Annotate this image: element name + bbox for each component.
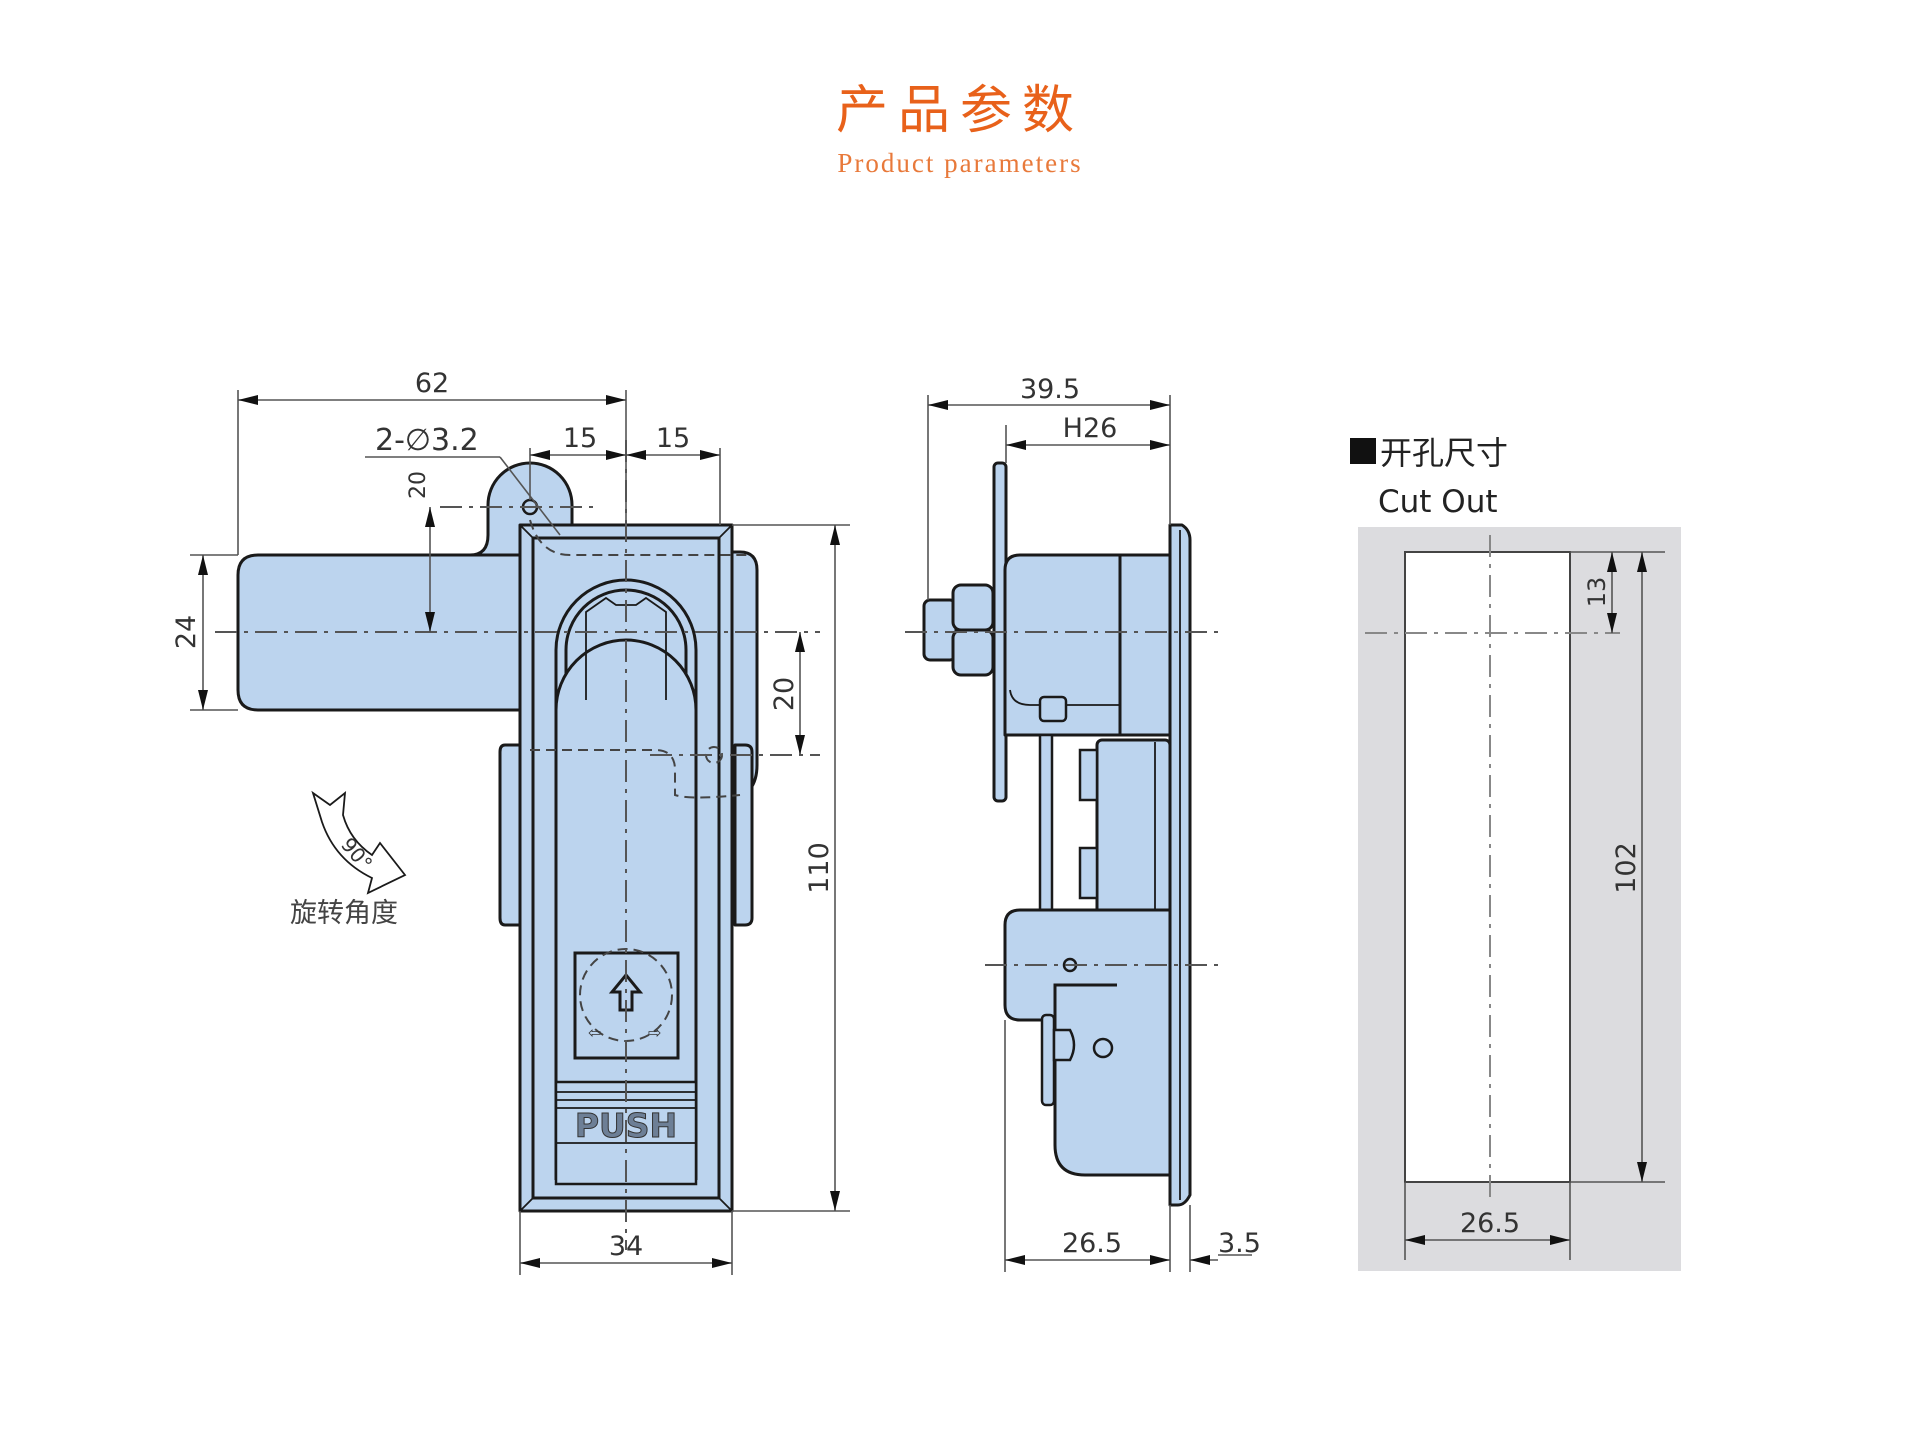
dim-label-24: 24 bbox=[171, 615, 202, 649]
page-title-en: Product parameters bbox=[837, 148, 1083, 178]
dim-label-39-5: 39.5 bbox=[1020, 374, 1080, 405]
spring-teeth-upper bbox=[1078, 748, 1099, 802]
dim-label-20-hole: 20 bbox=[406, 471, 431, 499]
dim-label-15-right: 15 bbox=[656, 423, 690, 454]
handle bbox=[554, 638, 698, 1097]
dim-label-13: 13 bbox=[1583, 577, 1611, 608]
bevel-corner bbox=[519, 524, 534, 539]
cutout-view: 开孔尺寸 Cut Out 13 102 26.5 bbox=[1350, 434, 1681, 1271]
rotation-angle-value: 90° bbox=[336, 833, 377, 876]
lock-arrow-right-icon: ⇨ bbox=[648, 1023, 661, 1042]
dim-label-62: 62 bbox=[415, 368, 449, 399]
lever-arm bbox=[236, 553, 582, 712]
bevel-corner bbox=[519, 1197, 534, 1212]
rotation-angle-icon: 90° bbox=[311, 790, 407, 895]
page-title-cn: 产品参数 bbox=[835, 81, 1084, 141]
leader-line bbox=[499, 456, 561, 536]
bevel-corner bbox=[718, 524, 733, 539]
dim-label-cutout-26-5: 26.5 bbox=[1460, 1208, 1520, 1239]
dim-label-h26: H26 bbox=[1063, 413, 1118, 444]
housing-tab bbox=[1038, 695, 1068, 723]
nut-upper bbox=[951, 583, 995, 632]
dim-label-110: 110 bbox=[804, 842, 835, 894]
bullet-square-icon bbox=[1350, 438, 1376, 464]
latch-pin bbox=[1040, 1013, 1056, 1107]
housing-inner bbox=[1009, 689, 1120, 706]
nut-lower bbox=[951, 628, 995, 677]
front-view: ⇦ ⇨ PUSH 62 15 15 2-∅3.2 bbox=[171, 368, 850, 1275]
right-flange bbox=[733, 743, 754, 927]
bevel-corner bbox=[718, 1197, 733, 1212]
dim-label-102: 102 bbox=[1611, 842, 1642, 894]
left-flange bbox=[498, 743, 522, 927]
cutout-rect bbox=[1404, 551, 1571, 1183]
latch-slot bbox=[1053, 983, 1117, 1020]
housing bbox=[1003, 553, 1172, 737]
cutout-title-cn: 开孔尺寸 bbox=[1380, 434, 1508, 472]
latch-notch bbox=[1052, 1028, 1076, 1062]
bolt-tip bbox=[922, 598, 958, 662]
dim-label-3-5: 3.5 bbox=[1218, 1228, 1261, 1259]
dim-label-15-left: 15 bbox=[563, 423, 597, 454]
dim-label-20-cam: 20 bbox=[769, 677, 800, 711]
rotation-angle-caption: 旋转角度 bbox=[290, 898, 398, 929]
dim-label-holes: 2-∅3.2 bbox=[375, 423, 479, 458]
latch-block bbox=[1003, 908, 1172, 1177]
side-view: 39.5 H26 26.5 3.5 bbox=[905, 374, 1261, 1272]
hidden-line bbox=[529, 519, 750, 556]
lock-arrow-left-icon: ⇦ bbox=[588, 1023, 601, 1042]
link-rod bbox=[1038, 733, 1054, 915]
cutout-title-en: Cut Out bbox=[1378, 484, 1498, 520]
dim-label-34: 34 bbox=[609, 1231, 643, 1262]
spring-block bbox=[1095, 738, 1172, 925]
hidden-line bbox=[530, 749, 741, 799]
latch-hole bbox=[1092, 1037, 1114, 1059]
dim-label-26-5: 26.5 bbox=[1062, 1228, 1122, 1259]
spring-teeth-lower bbox=[1078, 846, 1099, 900]
